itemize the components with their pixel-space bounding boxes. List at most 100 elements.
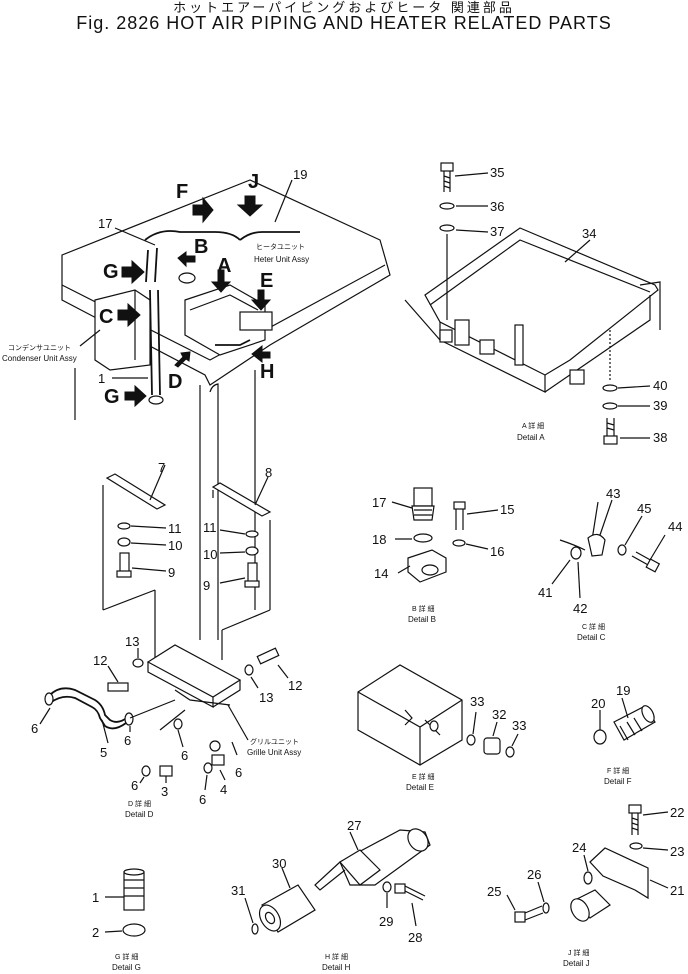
callout-13-left: 13	[125, 634, 139, 649]
arrow-f-icon	[192, 196, 214, 224]
callout-21: 21	[670, 883, 684, 898]
callout-12-right: 12	[288, 678, 302, 693]
grille-unit-jp: グリルユニット	[250, 737, 299, 746]
arrow-label-a: A	[217, 255, 231, 277]
view-arrows: F J B G A E C D H G	[99, 171, 274, 408]
callout-24: 24	[572, 840, 586, 855]
detail-f-jp: F 詳 細	[607, 766, 629, 775]
arrow-label-d: D	[168, 371, 182, 393]
arrow-label-j: J	[248, 171, 259, 193]
callout-40: 40	[653, 378, 667, 393]
arrow-c-icon	[117, 302, 141, 328]
callout-19-f: 19	[616, 683, 630, 698]
detail-j-en: Detail J	[563, 959, 590, 968]
detail-j: 22 23 21 24 26 25 J 詳 細 Detail J	[487, 804, 684, 968]
callout-2: 2	[92, 925, 99, 940]
title-japanese: ホットエアーパイピングおよびヒータ 関連部品	[173, 0, 515, 15]
condenser-unit-en: Condenser Unit Assy	[2, 354, 77, 363]
arrow-label-g: G	[103, 261, 119, 283]
callout-11-left: 11	[168, 521, 182, 536]
detail-g: 1 2 G 詳 細 Detail G	[92, 868, 146, 972]
detail-b-en: Detail B	[408, 615, 436, 624]
callout-27: 27	[347, 818, 361, 833]
callout-11-right: 11	[203, 520, 217, 535]
callout-4: 4	[220, 782, 227, 797]
callout-42: 42	[573, 601, 587, 616]
detail-a-jp: A 詳 細	[522, 421, 544, 430]
callout-30: 30	[272, 856, 286, 871]
callout-3: 3	[161, 784, 168, 799]
grille-assembly: 7 8 11 10 9 11 10 9	[31, 460, 302, 819]
arrow-label-b: B	[194, 236, 208, 258]
detail-e: 33 32 33 E 詳 細 Detail E	[357, 664, 526, 792]
detail-c-en: Detail C	[577, 633, 606, 642]
condenser-unit-jp: コンデンサユニット	[8, 343, 71, 352]
callout-15: 15	[500, 502, 514, 517]
figure-title: Fig. 2826 HOT AIR PIPING AND HEATER RELA…	[76, 13, 612, 33]
arrow-a-icon	[210, 269, 232, 293]
arrow-d-icon	[174, 351, 191, 368]
detail-f-en: Detail F	[604, 777, 632, 786]
arrow-label-g-lower: G	[104, 386, 120, 408]
detail-b: 17 18 14 15 16 B 詳 細 Detail B	[372, 487, 514, 624]
arrow-label-h: H	[260, 361, 274, 383]
detail-g-jp: G 詳 細	[115, 952, 138, 961]
arrow-j-icon	[236, 195, 264, 217]
arrow-g-lower-icon	[124, 384, 147, 408]
detail-c: 43 45 44 41 42 C 詳 細 Detail C	[538, 486, 682, 642]
detail-a: 35 36 37 34 40 39 38 A 詳 細 Detail A	[404, 162, 667, 445]
callout-5: 5	[100, 745, 107, 760]
detail-b-jp: B 詳 細	[412, 604, 435, 613]
callout-33-left: 33	[470, 694, 484, 709]
callout-28: 28	[408, 930, 422, 945]
main-callouts: 19 17 1 ヒータユニット Heter Unit Assy コンデンサユニッ…	[2, 167, 309, 386]
detail-h-jp: H 詳 細	[325, 952, 348, 961]
callout-37: 37	[490, 224, 504, 239]
callout-34: 34	[582, 226, 596, 241]
callout-17-b: 17	[372, 495, 386, 510]
detail-h-en: Detail H	[322, 963, 351, 972]
callout-6-f: 6	[199, 792, 206, 807]
detail-d-jp: D 詳 細	[128, 799, 151, 808]
callout-41: 41	[538, 585, 552, 600]
callout-25: 25	[487, 884, 501, 899]
callout-12-left: 12	[93, 653, 107, 668]
arrow-e-icon	[250, 289, 272, 311]
detail-g-en: Detail G	[112, 963, 141, 972]
callout-6-d: 6	[131, 778, 138, 793]
callout-16: 16	[490, 544, 504, 559]
callout-23: 23	[670, 844, 684, 859]
arrow-label-e: E	[260, 270, 273, 292]
callout-6-c: 6	[181, 748, 188, 763]
detail-j-jp: J 詳 細	[568, 948, 589, 957]
detail-e-jp: E 詳 細	[412, 772, 435, 781]
detail-d-en: Detail D	[125, 810, 154, 819]
arrow-h-icon	[251, 344, 271, 364]
callout-18: 18	[372, 532, 386, 547]
callout-10-left: 10	[168, 538, 182, 553]
callout-17: 17	[98, 216, 112, 231]
arrow-b-icon	[177, 251, 196, 268]
callout-31: 31	[231, 883, 245, 898]
callout-6-b: 6	[124, 733, 131, 748]
callout-43: 43	[606, 486, 620, 501]
arrow-label-c: C	[99, 306, 113, 328]
detail-a-en: Detail A	[517, 433, 545, 442]
heater-unit-en: Heter Unit Assy	[254, 255, 309, 264]
callout-14: 14	[374, 566, 388, 581]
callout-6-e: 6	[235, 765, 242, 780]
callout-7: 7	[158, 460, 165, 475]
callout-1-g: 1	[92, 890, 99, 905]
callout-20: 20	[591, 696, 605, 711]
arrow-g-icon	[121, 259, 145, 285]
detail-e-en: Detail E	[406, 783, 434, 792]
callout-13-right: 13	[259, 690, 273, 705]
callout-26: 26	[527, 867, 541, 882]
arrow-label-f: F	[176, 181, 188, 203]
callout-33-right: 33	[512, 718, 526, 733]
callout-1: 1	[98, 371, 105, 386]
callout-29: 29	[379, 914, 393, 929]
heater-unit-jp: ヒータユニット	[256, 242, 305, 251]
callout-9-right: 9	[203, 578, 210, 593]
detail-h: 27 30 31 29 28 H 詳 細 Detail H	[231, 818, 431, 972]
